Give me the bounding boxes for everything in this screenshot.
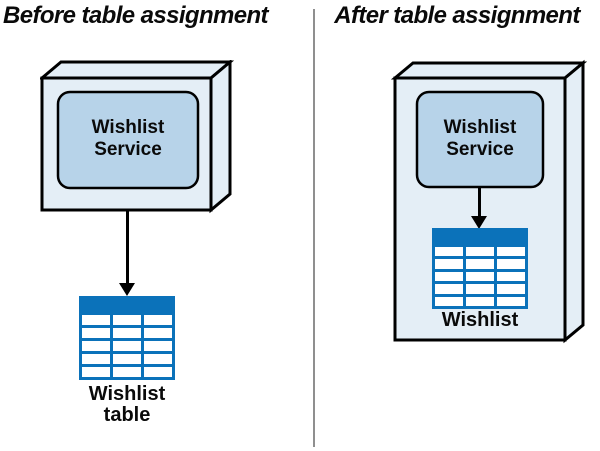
table-grid <box>82 315 172 377</box>
before-table-caption-line1: Wishlist <box>88 383 166 405</box>
service-rounded-rect <box>56 90 200 190</box>
before-service-box-3d <box>40 60 235 214</box>
before-service-label: Wishlist Service <box>58 117 198 161</box>
before-service-label-line1: Wishlist <box>91 117 165 138</box>
after-down-arrow-line <box>478 186 481 218</box>
before-table-caption: Wishlist table <box>67 384 187 426</box>
before-down-arrow-icon <box>119 283 135 296</box>
before-table-caption-line2: table <box>103 404 151 426</box>
box-right-face <box>209 60 232 214</box>
after-table-caption-line1: Wishlist <box>441 309 519 331</box>
before-down-arrow-line <box>126 210 129 284</box>
before-panel-title: Before table assignment <box>3 2 269 29</box>
after-service-box-3d <box>391 59 587 344</box>
after-service-label: Wishlist Service <box>417 117 543 161</box>
after-service-label-line1: Wishlist <box>443 117 517 138</box>
panel-divider-line <box>313 9 315 447</box>
table-grid <box>435 247 525 306</box>
after-table-icon <box>432 228 528 309</box>
box-right-face <box>563 59 585 344</box>
table-header-band <box>82 299 172 312</box>
table-header-band <box>435 231 525 244</box>
after-down-arrow-icon <box>471 216 487 229</box>
after-table-caption: Wishlist <box>432 310 528 331</box>
box-top-face <box>40 60 235 80</box>
box-top-face <box>391 61 587 80</box>
after-service-label-line2: Service <box>446 139 514 160</box>
before-table-icon <box>79 296 175 380</box>
after-panel-title: After table assignment <box>334 2 580 29</box>
before-service-label-line2: Service <box>94 139 162 160</box>
